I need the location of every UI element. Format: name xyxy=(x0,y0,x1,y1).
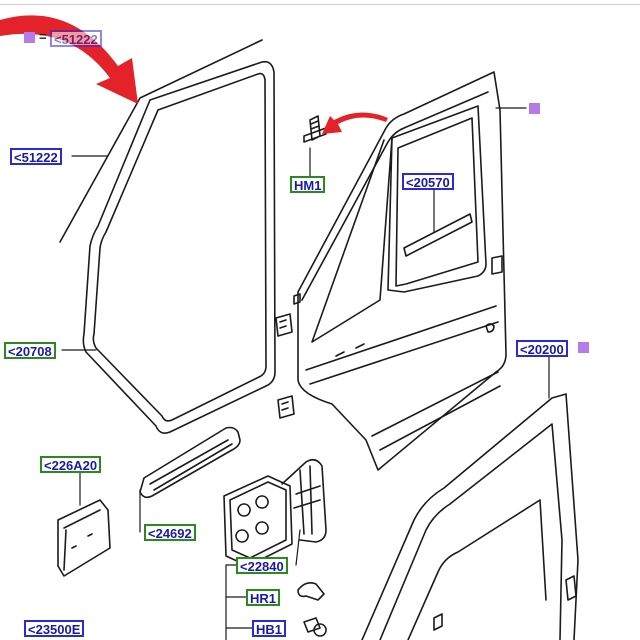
callout-door[interactable]: <20200 xyxy=(516,340,568,357)
callout-fastener[interactable]: HM1 xyxy=(290,176,326,193)
top-divider xyxy=(0,4,640,5)
legend-code-callout[interactable]: <51222 xyxy=(50,30,102,47)
callout-bottom-left[interactable]: <23500E xyxy=(24,620,85,637)
legend-equals: = xyxy=(39,29,47,44)
weatherstrip-seal xyxy=(59,39,276,434)
red-arrow-icon xyxy=(0,15,388,134)
callout-hinge-bolt[interactable]: HB1 xyxy=(252,620,287,637)
square-marker-icon xyxy=(578,342,589,353)
front-door-shell xyxy=(297,71,507,471)
rear-door-shell xyxy=(361,393,579,640)
square-marker-icon xyxy=(529,103,540,114)
callout-check-strap[interactable]: <24692 xyxy=(144,524,196,541)
mounting-bracket xyxy=(57,499,111,577)
callout-hinge-clip[interactable]: HR1 xyxy=(246,589,281,606)
push-pin-fastener xyxy=(303,115,327,143)
callout-glass-channel[interactable]: <20570 xyxy=(402,173,454,190)
callout-hinge[interactable]: <22840 xyxy=(236,557,288,574)
callout-seal-lower[interactable]: <20708 xyxy=(4,342,56,359)
hinge-clip xyxy=(297,582,325,601)
square-marker-icon xyxy=(24,32,35,43)
door-hinge xyxy=(223,475,293,567)
callout-bracket[interactable]: <226A20 xyxy=(40,456,102,473)
hinge-bolt xyxy=(303,617,327,637)
callout-seal-upper[interactable]: <51222 xyxy=(10,148,62,165)
check-strap xyxy=(139,426,241,499)
